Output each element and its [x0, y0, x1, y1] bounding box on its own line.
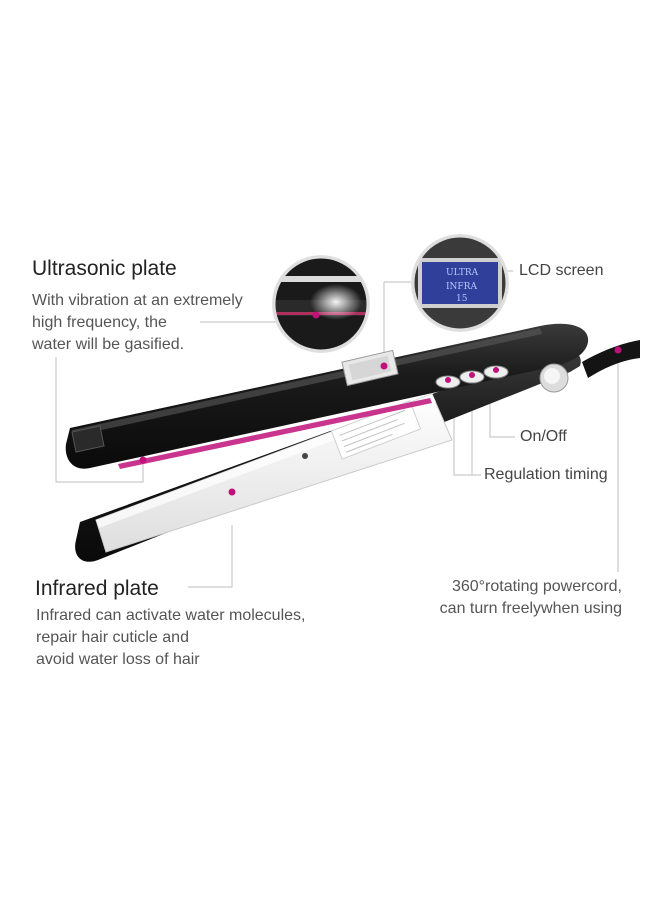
lower-arm — [75, 349, 581, 562]
ultrasonic-desc-line: water will be gasified. — [32, 336, 185, 353]
lcd-marker — [380, 362, 388, 370]
power-cord-desc-line: 360°rotating powercord, — [451, 578, 622, 595]
lcd-line-3: 15 — [456, 294, 468, 304]
on-off-label: On/Off — [520, 428, 567, 445]
regulation-timing-label: Regulation timing — [484, 466, 608, 483]
power-cord-desc-line: can turn freelywhen using — [439, 600, 622, 617]
infrared-plate-title: Infrared plate — [35, 577, 159, 600]
small-lcd-window — [341, 349, 399, 387]
control-buttons — [435, 365, 509, 389]
swivel-knob — [539, 363, 569, 393]
lcd-line-2: INFRA — [446, 282, 477, 292]
infrared-plate-marker — [228, 488, 236, 496]
lcd-zoom-circle: ULTRA INFRA 15 — [411, 234, 509, 332]
cord-marker — [614, 346, 622, 354]
power-cord — [582, 340, 640, 378]
ultrasonic-plate-marker — [139, 456, 147, 464]
rating-label — [330, 400, 422, 460]
upper-arm — [65, 323, 589, 469]
ultrasonic-desc-line: high frequency, the — [32, 314, 167, 331]
infrared-desc-line: repair hair cuticle and — [36, 629, 189, 646]
ultrasonic-plate-description: With vibration at an extremely high freq… — [32, 290, 243, 356]
ultrasonic-plate-edge — [118, 398, 432, 469]
infrared-desc-line: avoid water loss of hair — [36, 651, 200, 668]
power-cord-description: 360°rotating powercord, can turn freelyw… — [400, 576, 622, 620]
lcd-screen-label: LCD screen — [519, 262, 604, 279]
ultrasonic-plate-title: Ultrasonic plate — [32, 257, 177, 280]
ultrasonic-desc-line: With vibration at an extremely — [32, 292, 243, 309]
infrared-plate-description: Infrared can activate water molecules, r… — [36, 605, 305, 671]
infrared-desc-line: Infrared can activate water molecules, — [36, 607, 306, 624]
lcd-line-1: ULTRA — [446, 268, 479, 278]
ultrasonic-zoom-circle — [272, 255, 370, 353]
